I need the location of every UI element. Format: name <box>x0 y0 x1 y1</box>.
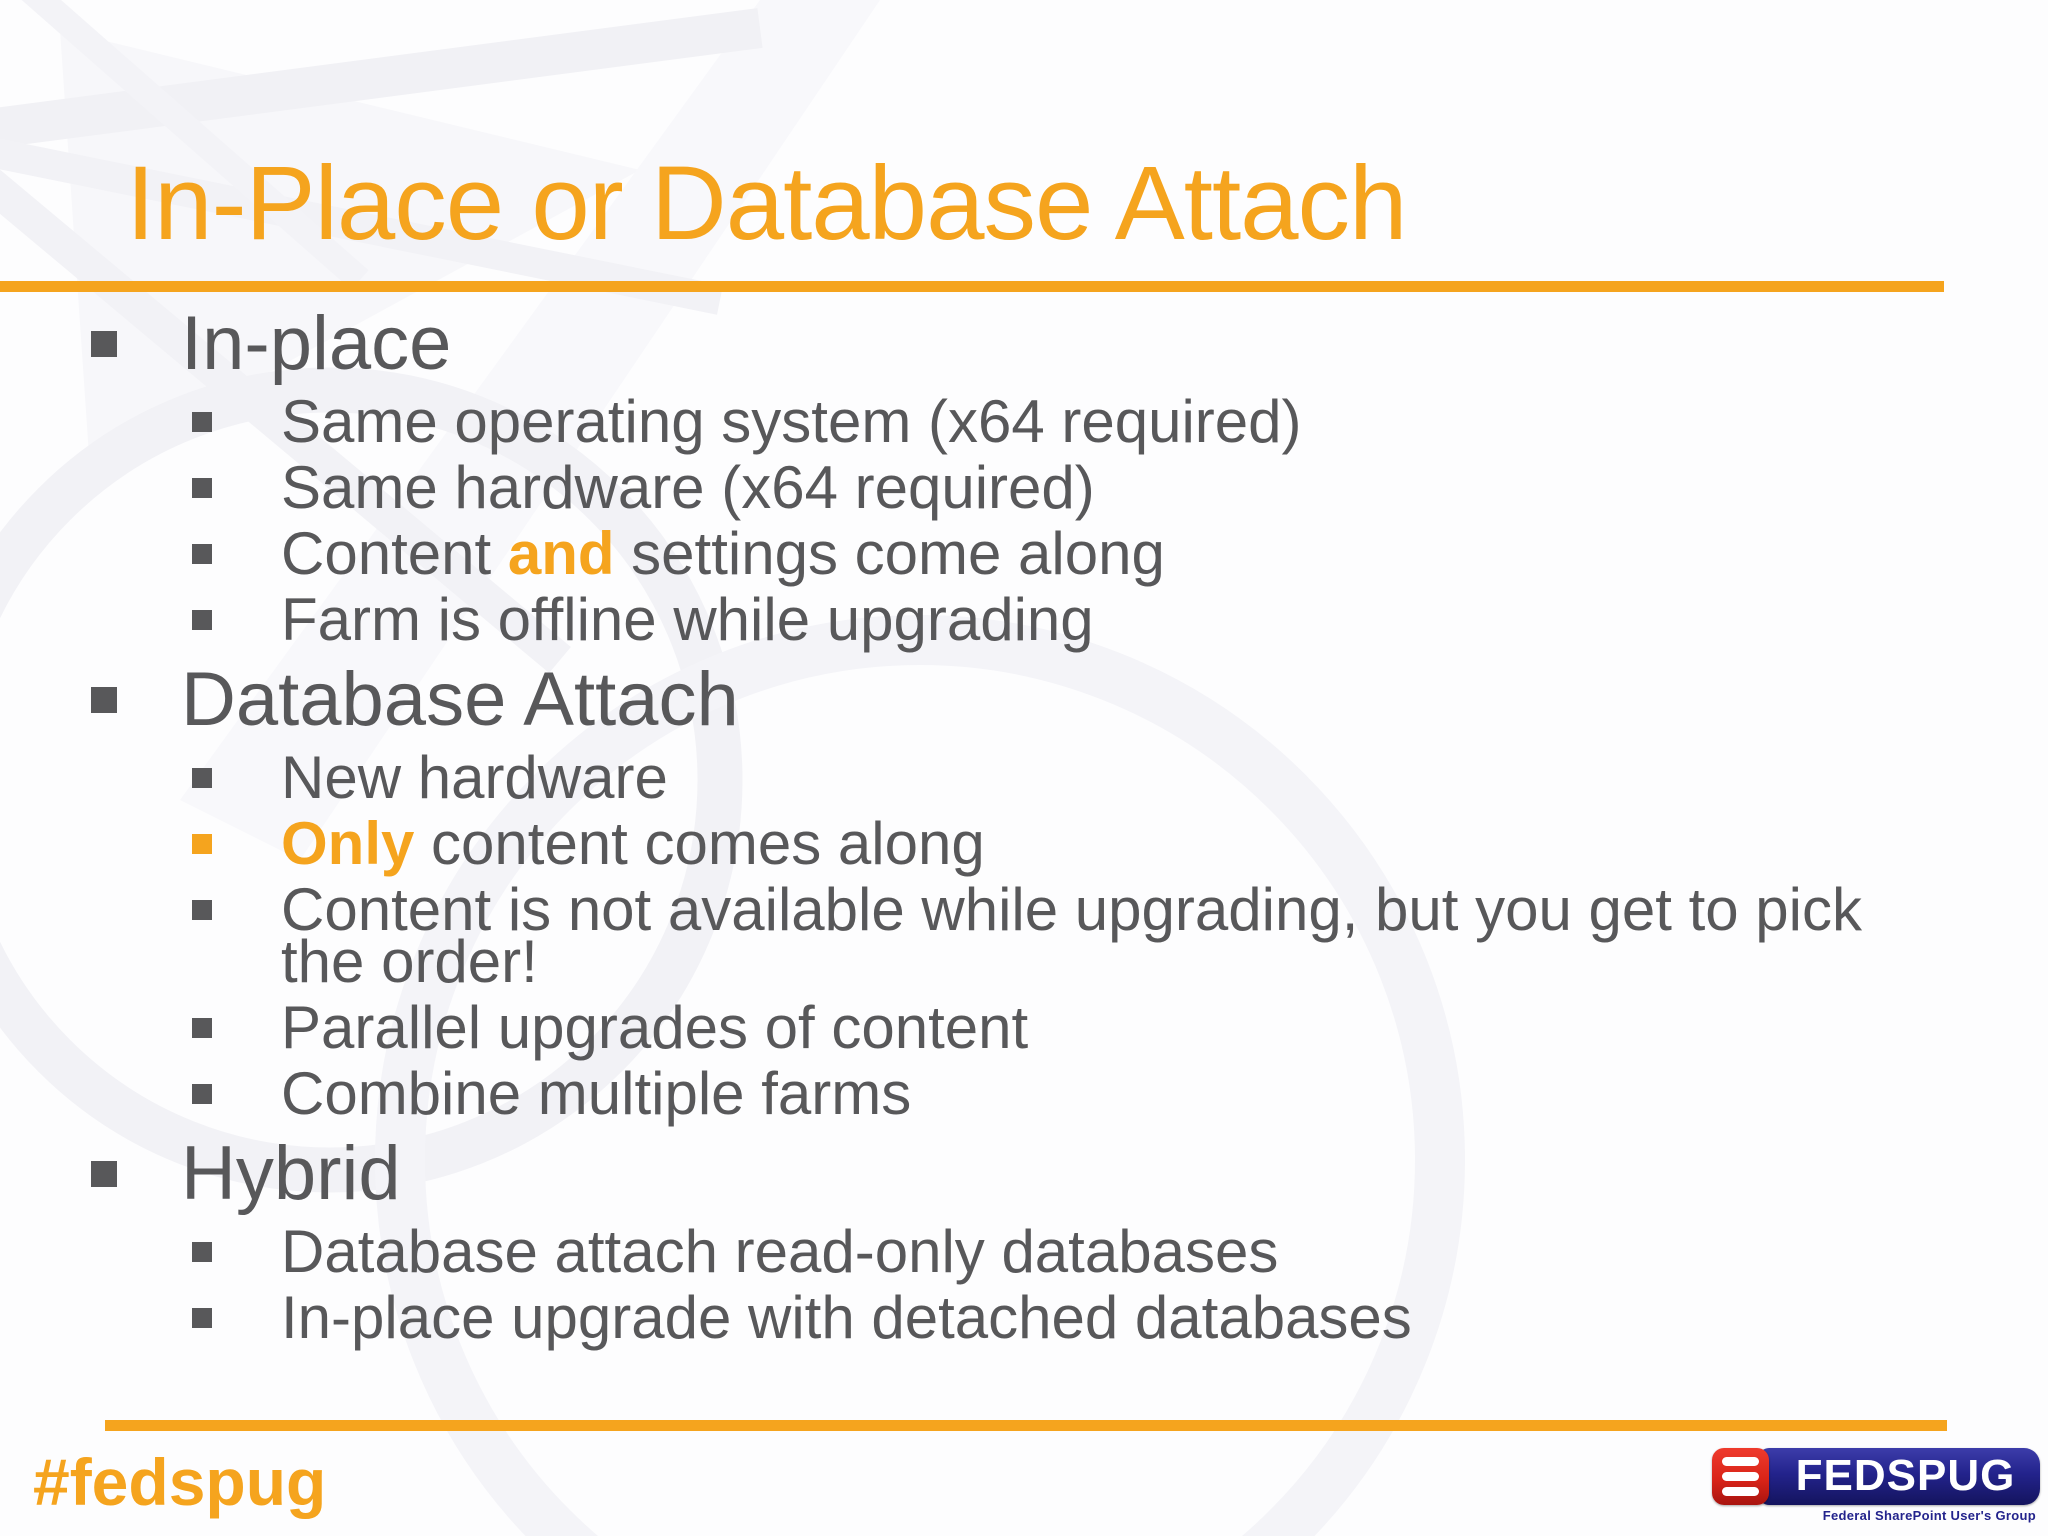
fedspug-logo-row: FEDSPUG <box>1712 1448 2040 1505</box>
bullet-square-icon <box>192 610 212 630</box>
bullet-square-icon <box>192 478 212 498</box>
bullet-square-icon <box>192 900 212 920</box>
bullet-square-icon <box>192 544 212 564</box>
bullet-text: Database Attach <box>181 657 739 742</box>
bullet-square-icon <box>91 1161 117 1187</box>
bullet-square-icon <box>91 687 117 713</box>
fedspug-logo: FEDSPUG Federal SharePoint User's Group <box>1712 1448 2040 1523</box>
title-underline <box>0 281 1944 292</box>
bullet-text: Same operating system (x64 required) <box>281 388 1302 455</box>
list-item: Database attach read-only databases <box>0 1222 2048 1282</box>
logo-tagline: Federal SharePoint User's Group <box>1822 1508 2036 1523</box>
page-title: In-Place or Database Attach <box>126 145 1407 262</box>
bullet-text: New hardware <box>281 744 668 811</box>
list-item: Only content comes along <box>0 814 2048 874</box>
list-item: Hybrid <box>0 1136 2048 1212</box>
list-item: In-place upgrade with detached databases <box>0 1288 2048 1348</box>
list-item: New hardware <box>0 748 2048 808</box>
bullet-text: Farm is offline while upgrading <box>281 586 1094 653</box>
bullet-square-icon <box>192 1018 212 1038</box>
bullet-square-icon <box>192 412 212 432</box>
bullet-text: Parallel upgrades of content <box>281 994 1029 1061</box>
bullet-text: Content is not available while upgrading… <box>281 876 1863 995</box>
bullet-square-icon <box>192 1308 212 1328</box>
list-item: In-place <box>0 306 2048 382</box>
list-item: Content is not available while upgrading… <box>0 880 2048 992</box>
bullet-square-icon <box>192 1084 212 1104</box>
footer-underline <box>105 1420 1947 1431</box>
bullet-text: Content and settings come along <box>281 520 1165 587</box>
bullet-text: Same hardware (x64 required) <box>281 454 1095 521</box>
bullet-square-icon <box>192 768 212 788</box>
list-item: Combine multiple farms <box>0 1064 2048 1124</box>
bullet-square-icon <box>91 331 117 357</box>
bullet-text: Only content comes along <box>281 810 985 877</box>
list-item: Same hardware (x64 required) <box>0 458 2048 518</box>
list-item: Farm is offline while upgrading <box>0 590 2048 650</box>
bullet-text: Hybrid <box>181 1131 401 1216</box>
list-item: Content and settings come along <box>0 524 2048 584</box>
list-item: Same operating system (x64 required) <box>0 392 2048 452</box>
logo-stripes-icon <box>1712 1448 1769 1505</box>
bullet-square-icon <box>192 834 212 854</box>
logo-wordmark: FEDSPUG <box>1759 1448 2040 1505</box>
bullet-text: In-place <box>181 301 452 386</box>
hashtag-label: #fedspug <box>33 1445 327 1519</box>
list-item: Database Attach <box>0 662 2048 738</box>
bullet-text: In-place upgrade with detached databases <box>281 1284 1412 1351</box>
bullet-text: Database attach read-only databases <box>281 1218 1279 1285</box>
bullet-square-icon <box>192 1242 212 1262</box>
list-item: Parallel upgrades of content <box>0 998 2048 1058</box>
bullet-text: Combine multiple farms <box>281 1060 912 1127</box>
